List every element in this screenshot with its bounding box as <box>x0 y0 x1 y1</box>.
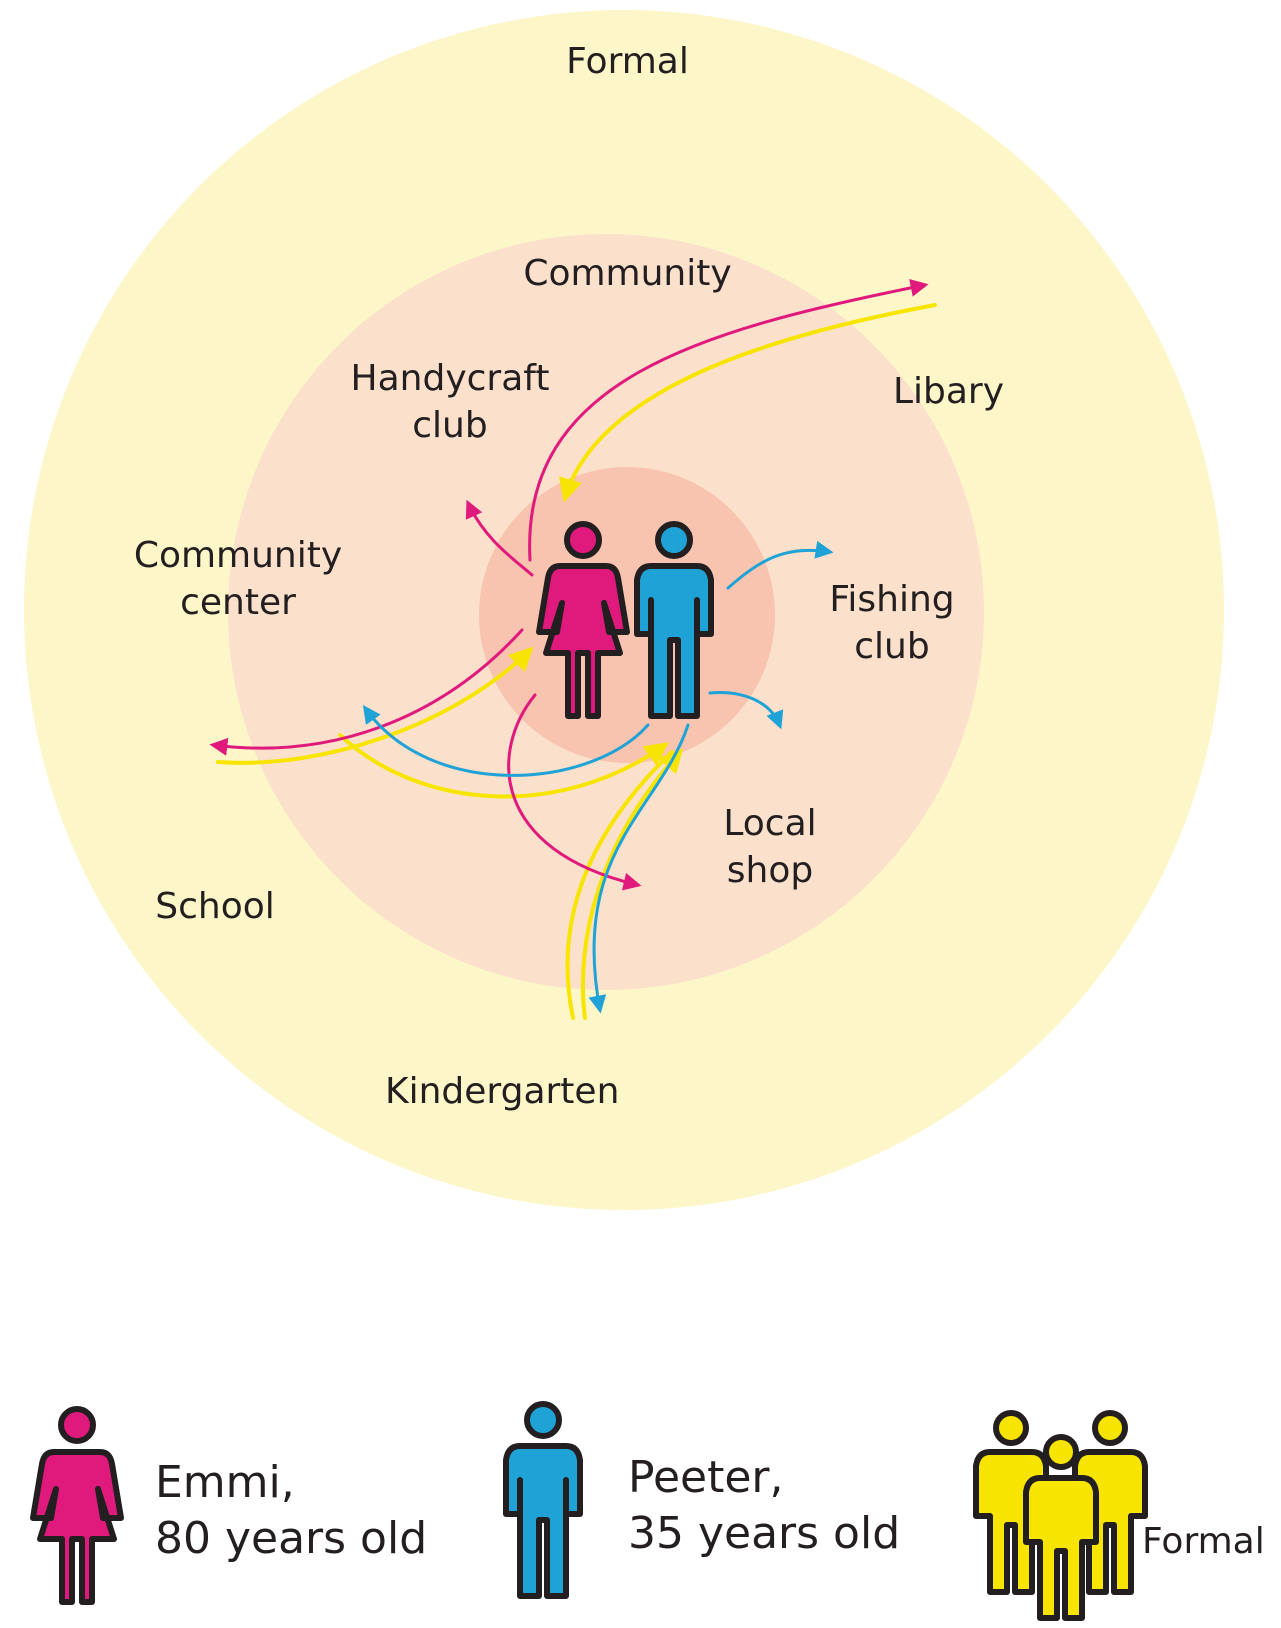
fishing-club-label: Fishing club <box>822 576 962 670</box>
legend-peeter-age: 35 years old <box>628 1508 901 1559</box>
fishing-club-line2: club <box>854 626 930 667</box>
kindergarten-label: Kindergarten <box>385 1071 620 1112</box>
woman-icon <box>30 1406 124 1605</box>
local-shop-line2: shop <box>726 850 814 891</box>
peeter-figure <box>634 521 714 719</box>
legend-formal-label: Formal <box>1142 1521 1265 1562</box>
peeter-arrow-school <box>362 705 650 777</box>
community-ring-label: Community <box>523 253 732 294</box>
community-center-label: Community center <box>128 532 348 626</box>
local-shop-label: Local shop <box>710 800 830 894</box>
emmi-arrow-handycraft <box>465 499 534 577</box>
legend-emmi-age: 80 years old <box>155 1513 428 1564</box>
handycraft-club-label: Handycraft club <box>345 355 555 449</box>
formal-arrow-school <box>338 733 669 799</box>
libary-label: Libary <box>892 371 1005 412</box>
formal-ring-label: Formal <box>566 41 689 82</box>
man-icon <box>503 1401 583 1599</box>
legend-peeter-name: Peeter, <box>628 1452 784 1503</box>
legend-peeter: Peeter, 35 years old <box>628 1450 900 1562</box>
emmi-arrow-libary <box>528 278 929 562</box>
school-label: School <box>155 886 275 927</box>
formal-arrow-libary <box>558 303 937 503</box>
handycraft-club-line1: Handycraft <box>350 358 550 399</box>
emmi-figure <box>536 521 630 719</box>
peeter-arrow-kindergarten <box>588 723 690 1014</box>
community-center-line2: center <box>180 582 296 623</box>
local-shop-line1: Local <box>723 803 817 844</box>
formal-arrow-kindergarten-a <box>565 750 674 1020</box>
group-icon <box>973 1410 1148 1621</box>
legend-emmi: Emmi, 80 years old <box>155 1455 427 1567</box>
community-center-line1: Community <box>133 535 343 576</box>
handycraft-club-line2: club <box>412 405 488 446</box>
fishing-club-line1: Fishing <box>829 579 955 620</box>
legend-emmi-name: Emmi, <box>155 1457 295 1508</box>
formal-arrow-kindergarten-b <box>580 748 684 1020</box>
peeter-arrow-fishing-club-2 <box>708 690 784 730</box>
peeter-arrow-fishing-club <box>726 540 834 590</box>
emmi-arrow-local-shop <box>507 693 642 891</box>
